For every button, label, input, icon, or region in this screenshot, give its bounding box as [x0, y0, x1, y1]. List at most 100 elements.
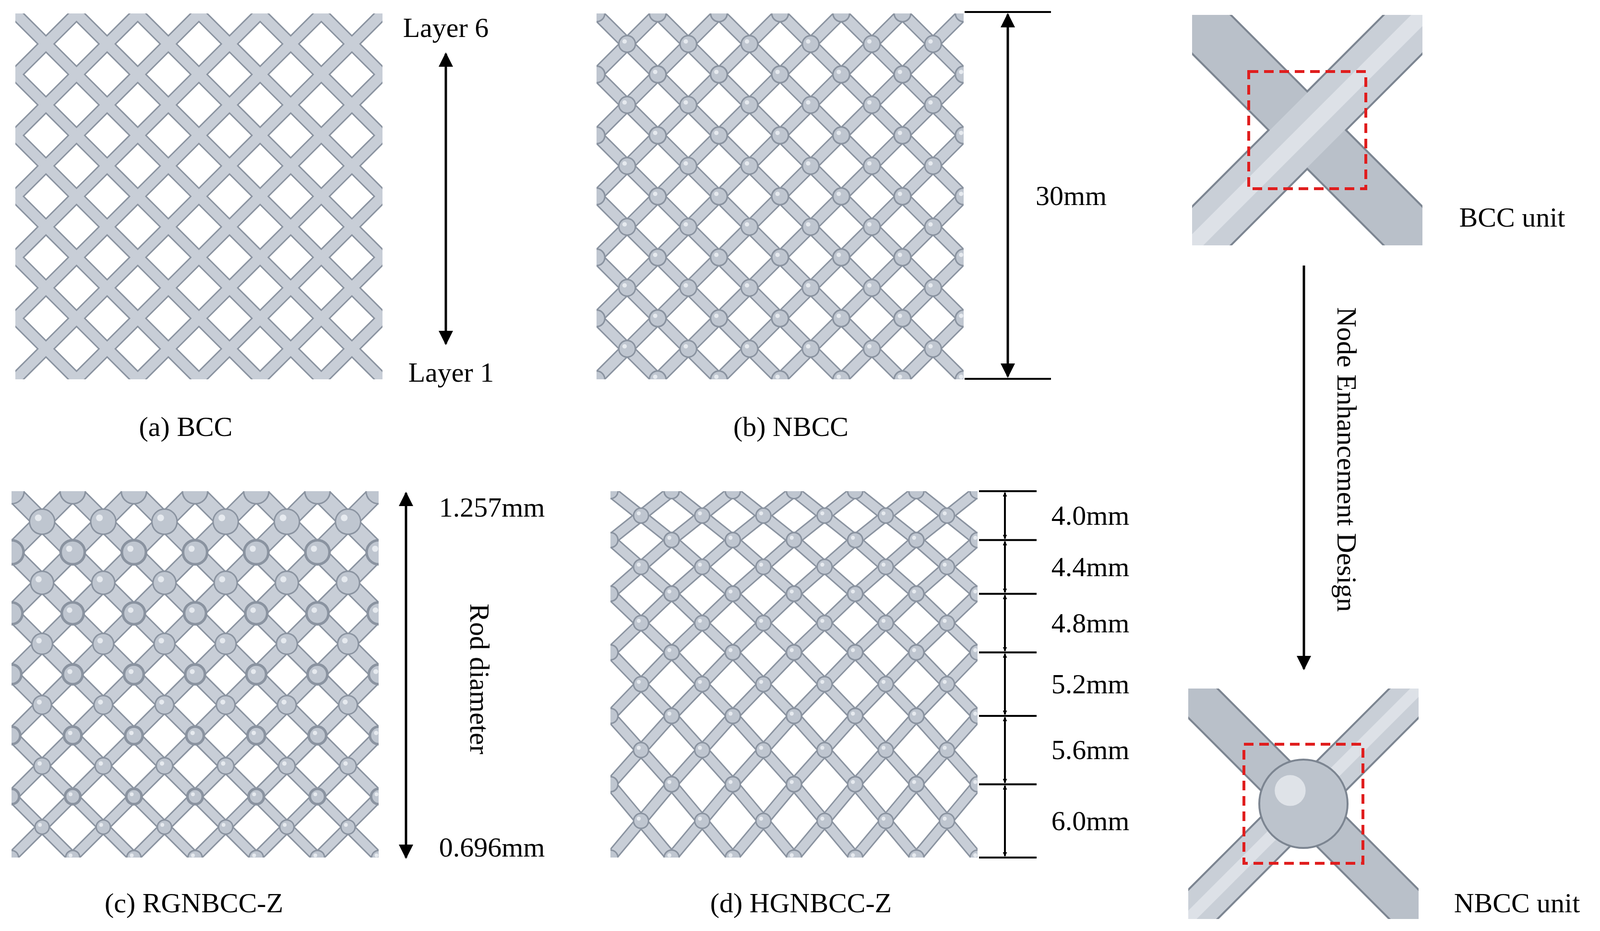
node-highlight: [897, 252, 903, 257]
node-highlight: [850, 647, 855, 652]
lattice-node: [310, 849, 325, 858]
lattice-rod: [15, 318, 47, 349]
node-highlight: [728, 535, 733, 540]
lattice-node: [633, 615, 649, 631]
lattice-rod: [290, 196, 322, 227]
lattice-node: [894, 310, 911, 327]
lattice-node: [847, 585, 863, 601]
node-highlight: [958, 130, 964, 135]
lattice-rod: [137, 135, 169, 167]
lattice-node: [157, 819, 172, 835]
lattice-node: [939, 559, 955, 574]
node-highlight: [129, 730, 134, 735]
lattice-rod: [15, 226, 47, 258]
lattice-node: [833, 370, 850, 380]
node-highlight: [775, 191, 780, 196]
node-highlight: [280, 575, 287, 583]
node-highlight: [218, 514, 226, 522]
lattice-node: [371, 849, 379, 858]
lattice-node: [182, 539, 208, 565]
lattice-node: [786, 532, 802, 548]
node-highlight: [897, 313, 903, 318]
node-highlight: [850, 535, 855, 540]
node-highlight: [775, 191, 780, 196]
node-highlight: [252, 791, 257, 796]
node-highlight: [96, 575, 104, 583]
node-highlight: [744, 100, 750, 105]
lattice-node: [771, 310, 789, 327]
node-highlight: [313, 791, 318, 796]
lattice-rod: [229, 13, 261, 45]
lattice-node: [125, 727, 143, 744]
node-highlight: [371, 545, 379, 552]
node-highlight: [805, 100, 811, 105]
lattice-node: [649, 127, 666, 144]
node-highlight: [313, 791, 318, 796]
lattice-rod: [107, 226, 138, 258]
lattice-node: [248, 727, 265, 744]
lattice-node: [35, 819, 50, 835]
lattice-rod: [46, 105, 77, 136]
lattice-rod: [76, 44, 108, 75]
lattice-rod: [168, 226, 200, 258]
lattice-node: [11, 788, 19, 804]
lattice-node: [833, 188, 850, 205]
node-highlight: [128, 607, 134, 613]
node-highlight: [836, 313, 841, 318]
node-highlight: [789, 589, 794, 594]
lattice-node: [771, 249, 789, 266]
lattice-node: [309, 788, 326, 805]
lattice-rod: [321, 135, 353, 167]
lattice-node: [11, 664, 21, 684]
node-highlight: [714, 313, 719, 318]
node-highlight: [881, 618, 886, 623]
lattice-node: [90, 508, 116, 534]
lattice-rod: [321, 166, 353, 197]
lattice-node: [610, 490, 619, 499]
lattice-node: [894, 66, 911, 83]
lattice-node: [216, 695, 236, 715]
node-highlight: [775, 130, 780, 135]
lattice-node: [337, 632, 359, 654]
node-highlight: [958, 191, 964, 196]
lattice-rod: [199, 348, 230, 380]
node-highlight: [653, 252, 658, 257]
lattice-node: [771, 370, 789, 380]
node-highlight: [653, 252, 658, 257]
lattice-node: [649, 127, 666, 144]
node-highlight: [789, 589, 794, 594]
node-highlight: [775, 313, 780, 318]
node-highlight: [867, 39, 872, 44]
node-highlight: [653, 252, 658, 257]
lattice-node: [304, 539, 330, 565]
node-highlight: [191, 853, 195, 858]
node-highlight: [95, 514, 103, 522]
node-highlight: [220, 760, 226, 765]
node-highlight: [775, 252, 780, 257]
node-highlight: [667, 647, 672, 652]
lattice-rod: [168, 257, 200, 288]
lattice-node: [771, 310, 789, 327]
node-highlight: [714, 130, 719, 135]
node-highlight: [744, 283, 750, 288]
lattice-rod: [137, 166, 169, 197]
lattice-node: [969, 532, 978, 548]
lattice-node: [710, 310, 728, 327]
node-highlight: [728, 647, 733, 652]
lattice-node: [894, 370, 911, 380]
node-highlight: [373, 730, 379, 735]
lattice-node: [710, 188, 728, 205]
lattice-node: [833, 188, 850, 205]
node-highlight: [35, 514, 42, 522]
lattice-rod: [107, 226, 138, 258]
lattice-rod: [260, 166, 291, 197]
lattice-node: [336, 571, 360, 595]
lattice-node: [370, 727, 379, 744]
lattice-node: [833, 249, 850, 266]
node-highlight: [667, 589, 672, 594]
node-highlight: [958, 252, 964, 257]
lattice-node: [61, 601, 85, 625]
lattice-node: [664, 585, 680, 601]
node-highlight: [850, 535, 855, 540]
lattice-node: [126, 788, 142, 804]
